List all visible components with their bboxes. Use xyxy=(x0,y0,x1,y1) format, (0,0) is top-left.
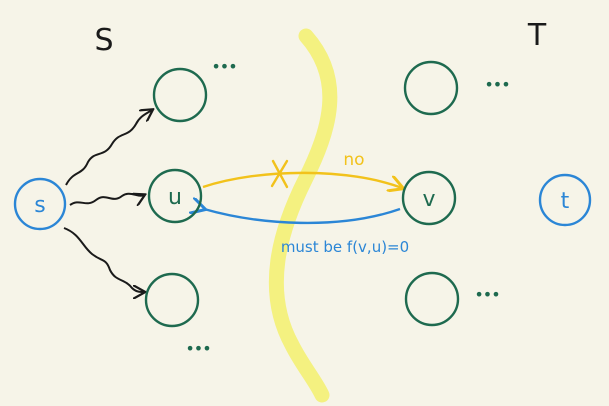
cut-line xyxy=(268,28,338,403)
edge-v-to-u xyxy=(204,209,401,225)
edge-forward-label: no xyxy=(343,150,364,170)
node-top-right xyxy=(403,60,459,116)
edge-backward-label: must be f(v,u)=0 xyxy=(281,238,409,256)
path-s-to-u xyxy=(69,194,144,205)
path-s-to-bottom xyxy=(63,227,144,292)
blocked-mark xyxy=(270,159,289,189)
set-s-label: S xyxy=(94,23,113,58)
node-v-label: v xyxy=(422,187,435,212)
node-bottom-right xyxy=(404,271,460,327)
ellipsis-bottom-right: ••• xyxy=(474,285,499,304)
edge-u-to-v xyxy=(202,171,402,188)
node-u-label: u xyxy=(168,185,182,210)
ellipsis-top-right: ••• xyxy=(484,75,509,94)
path-s-to-top xyxy=(65,110,152,186)
node-s-label: s xyxy=(34,193,45,218)
node-bottom-left xyxy=(144,272,200,328)
node-v: v xyxy=(401,170,457,226)
node-s: s xyxy=(13,177,67,231)
node-t: t xyxy=(538,173,592,227)
node-top-left xyxy=(152,67,208,123)
node-t-label: t xyxy=(561,189,570,214)
ellipsis-bottom-left: ••• xyxy=(185,339,210,358)
set-t-label: T xyxy=(527,18,547,53)
ellipsis-top-left: ••• xyxy=(211,57,236,76)
node-u: u xyxy=(147,168,203,224)
